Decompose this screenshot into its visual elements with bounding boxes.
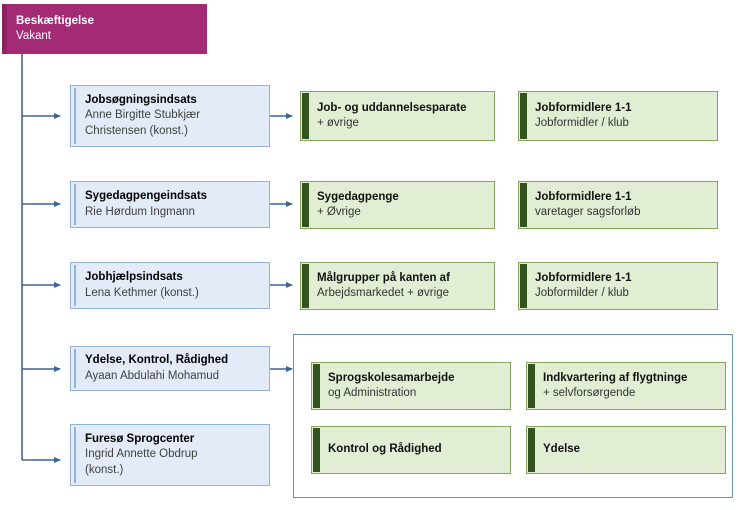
function-title: Kontrol og Rådighed: [328, 443, 442, 456]
function-title: Indkvartering af flygtninge: [543, 371, 688, 384]
function-title: Job- og uddannelsesparate: [317, 101, 467, 114]
manager-name-line2: (konst.): [85, 463, 124, 476]
green-accent-bar: [528, 364, 535, 408]
function-box-jobformidlere-2[interactable]: Jobformidlere 1-1 varetager sagsforløb: [518, 181, 718, 229]
green-accent-bar: [302, 264, 309, 308]
manager-box-sygedagpengeindsats[interactable]: Sygedagpengeindsats Rie Hørdum Ingmann: [70, 181, 270, 228]
green-accent-bar: [302, 93, 309, 139]
function-subtitle: Jobformilder / klub: [535, 287, 629, 299]
function-box-jobformidlere-3[interactable]: Jobformidlere 1-1 Jobformilder / klub: [518, 262, 718, 310]
manager-title: Furesø Sprogcenter: [85, 433, 195, 446]
function-subtitle: Arbejdsmarkedet + øvrige: [317, 287, 449, 299]
root-accent-bar: [2, 4, 7, 54]
function-subtitle: + selvforsørgende: [543, 387, 636, 399]
green-accent-bar: [313, 428, 320, 472]
function-title: Jobformidlere 1-1: [535, 271, 632, 284]
function-title: Jobformidlere 1-1: [535, 190, 632, 203]
function-box-ydelse[interactable]: Ydelse: [526, 426, 726, 474]
blue-accent-bar: [74, 349, 76, 388]
root-title: Beskæftigelse: [16, 14, 94, 27]
green-accent-bar: [528, 428, 535, 472]
manager-title: Jobhjælpsindsats: [85, 271, 183, 284]
green-accent-bar: [302, 183, 309, 227]
function-title: Sygedagpenge: [317, 190, 399, 203]
manager-name-line1: Lena Kethmer (konst.): [85, 286, 199, 299]
blue-accent-bar: [74, 184, 76, 225]
blue-accent-bar: [74, 265, 76, 306]
manager-title: Sygedagpengeindsats: [85, 190, 208, 203]
root-subtitle: Vakant: [16, 30, 51, 42]
green-accent-bar: [313, 364, 320, 408]
blue-accent-bar: [74, 88, 76, 144]
manager-box-ydelse-kontrol-raadighed[interactable]: Ydelse, Kontrol, Rådighed Ayaan Abdulahi…: [70, 346, 270, 391]
manager-box-jobsoegningsindsats[interactable]: Jobsøgningsindsats Anne Birgitte Stubkjæ…: [70, 85, 270, 147]
green-accent-bar: [520, 183, 527, 227]
function-box-sygedagpenge[interactable]: Sygedagpenge + Øvrige: [300, 181, 495, 229]
function-box-job-og-uddannelsesparate[interactable]: Job- og uddannelsesparate + øvrige: [300, 91, 495, 141]
function-subtitle: + øvrige: [317, 117, 359, 129]
green-accent-bar: [520, 264, 527, 308]
function-box-indkvartering[interactable]: Indkvartering af flygtninge + selvforsør…: [526, 362, 726, 410]
blue-accent-bar: [74, 427, 76, 483]
function-subtitle: og Administration: [328, 387, 417, 399]
manager-name-line1: Ingrid Annette Obdrup: [85, 448, 198, 461]
root-box[interactable]: Beskæftigelse Vakant: [2, 4, 207, 54]
function-subtitle: + Øvrige: [317, 206, 361, 218]
function-title: Målgrupper på kanten af: [317, 271, 450, 284]
function-subtitle: Jobformidler / klub: [535, 117, 629, 129]
manager-name-line1: Anne Birgitte Stubkjær: [85, 109, 201, 122]
manager-name-line1: Ayaan Abdulahi Mohamud: [85, 369, 220, 382]
function-subtitle: varetager sagsforløb: [535, 206, 641, 218]
function-box-jobformidlere-1[interactable]: Jobformidlere 1-1 Jobformidler / klub: [518, 91, 718, 141]
manager-name-line2: Christensen (konst.): [85, 124, 188, 137]
manager-title: Jobsøgningsindsats: [85, 94, 197, 107]
manager-box-furesoe-sprogcenter[interactable]: Furesø Sprogcenter Ingrid Annette Obdrup…: [70, 424, 270, 486]
green-accent-bar: [520, 93, 527, 139]
manager-name-line1: Rie Hørdum Ingmann: [85, 205, 195, 218]
manager-box-jobhjaelpsindsats[interactable]: Jobhjælpsindsats Lena Kethmer (konst.): [70, 262, 270, 309]
function-title: Sprogskolesamarbejde: [328, 371, 455, 384]
function-box-maalgrupper[interactable]: Målgrupper på kanten af Arbejdsmarkedet …: [300, 262, 495, 310]
function-box-sprogskolesamarbejde[interactable]: Sprogskolesamarbejde og Administration: [311, 362, 511, 410]
function-title: Jobformidlere 1-1: [535, 101, 632, 114]
function-box-kontrol-og-raadighed[interactable]: Kontrol og Rådighed: [311, 426, 511, 474]
manager-title: Ydelse, Kontrol, Rådighed: [85, 354, 229, 367]
function-title: Ydelse: [543, 443, 581, 456]
